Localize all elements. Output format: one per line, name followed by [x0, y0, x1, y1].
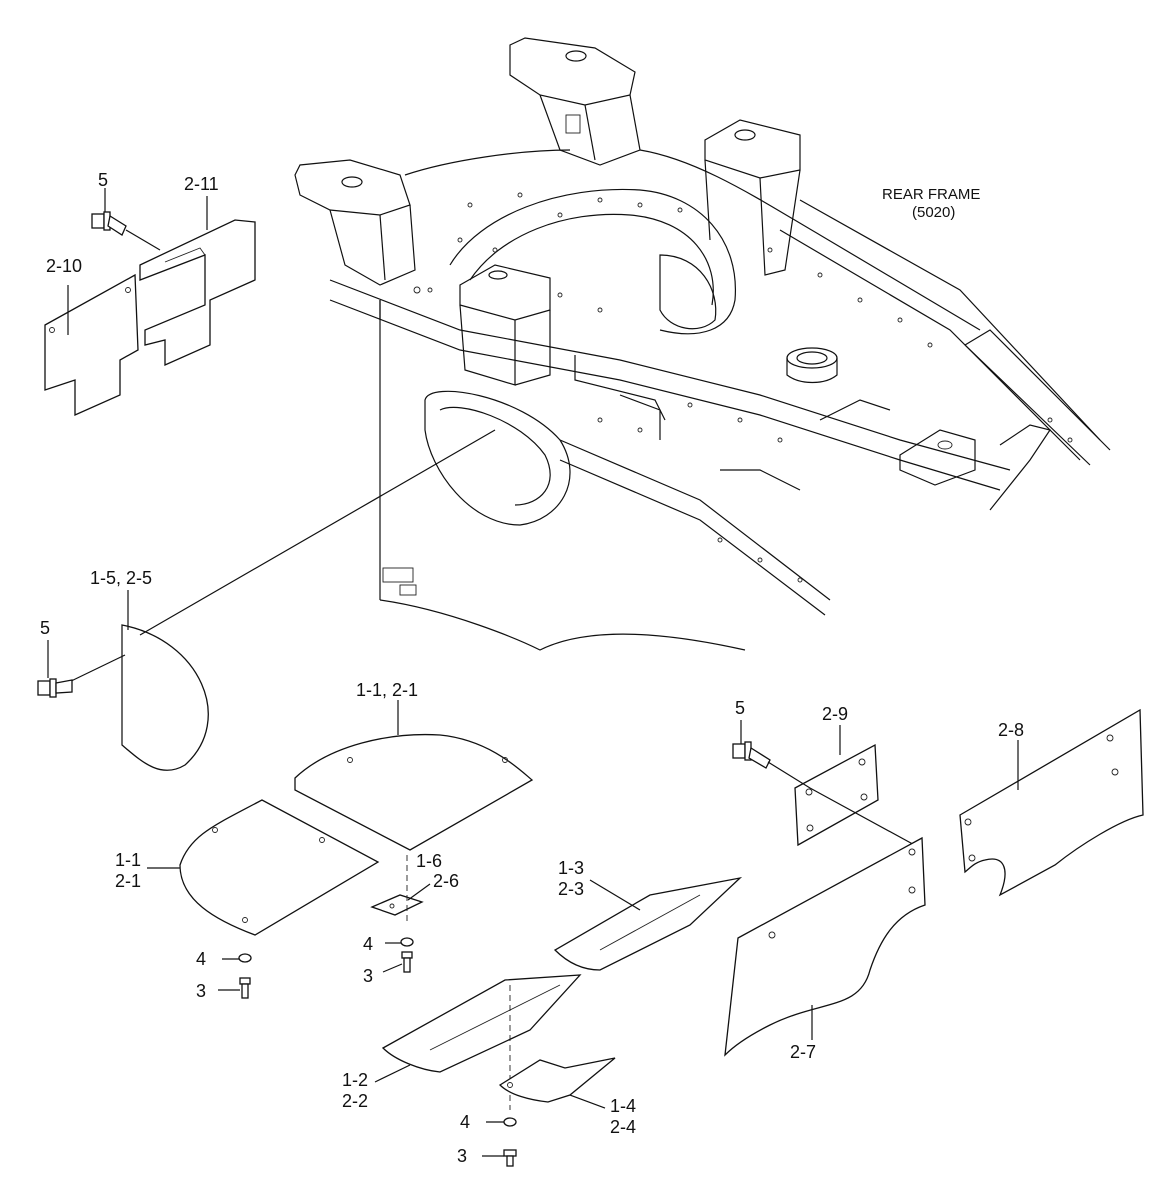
part-2-11 [139, 219, 256, 367]
bolt-5-right [732, 741, 771, 769]
callout-1-2: 1-2 [342, 1070, 368, 1090]
callout-2-8: 2-8 [998, 720, 1024, 740]
callout-5-right: 5 [735, 698, 745, 718]
part-1-1-2-1-upper [294, 733, 534, 851]
callout-4-bottom: 4 [460, 1112, 470, 1132]
callout-2-2: 2-2 [342, 1091, 368, 1111]
leader-line-1-5 [139, 429, 496, 636]
callout-3-bottom: 3 [457, 1146, 467, 1166]
callout-4-left: 4 [196, 949, 206, 969]
washer-4-left [238, 953, 252, 963]
callout-3-center: 3 [363, 966, 373, 986]
callout-1-3: 1-3 [558, 858, 584, 878]
part-1-3-2-3 [553, 876, 743, 971]
leader-line-bolt-5-top [125, 229, 161, 251]
screw-3-left [239, 977, 251, 999]
part-1-2-2-2 [381, 974, 582, 1073]
washer-4-center [400, 937, 414, 947]
rear-frame-drawing [294, 37, 1111, 651]
callout-2-6: 2-6 [433, 871, 459, 891]
callout-3-left: 3 [196, 981, 206, 1001]
callout-2-11: 2-11 [184, 174, 219, 194]
part-1-6-2-6 [370, 894, 424, 916]
callout-2-7: 2-7 [790, 1042, 816, 1062]
callout-5-mid: 5 [40, 618, 50, 638]
screw-3-center [401, 951, 413, 973]
leader-line-bolt-5-mid [64, 654, 126, 685]
part-2-8 [959, 708, 1144, 897]
callout-2-10: 2-10 [46, 256, 82, 276]
rear-frame-title: REAR FRAME [882, 186, 980, 203]
callout-1-6: 1-6 [416, 851, 442, 871]
callout-5-top: 5 [98, 170, 108, 190]
part-1-5-2-5 [121, 624, 209, 771]
bolt-5-top [91, 211, 127, 236]
callout-2-9: 2-9 [822, 704, 848, 724]
screw-3-bottom [503, 1149, 517, 1167]
callout-1-1: 1-1 [115, 850, 141, 870]
part-1-4-2-4 [498, 1057, 616, 1103]
callout-4-center: 4 [363, 934, 373, 954]
callout-2-3: 2-3 [558, 879, 584, 899]
callout-1-1-2-1-top: 1-1, 2-1 [356, 680, 418, 700]
callout-1-4: 1-4 [610, 1096, 636, 1116]
washer-4-bottom [503, 1117, 517, 1127]
rear-frame-code: (5020) [912, 204, 955, 221]
part-2-10 [44, 273, 139, 417]
part-2-9 [794, 743, 879, 847]
part-2-7 [724, 836, 926, 1057]
leader-line-bolt-5-right [767, 761, 921, 849]
callout-2-4: 2-4 [610, 1117, 636, 1137]
callout-2-1: 2-1 [115, 871, 141, 891]
callout-1-5-2-5: 1-5, 2-5 [90, 568, 152, 588]
part-1-1-2-1-lower [179, 799, 380, 936]
bolt-5-mid [37, 678, 73, 698]
